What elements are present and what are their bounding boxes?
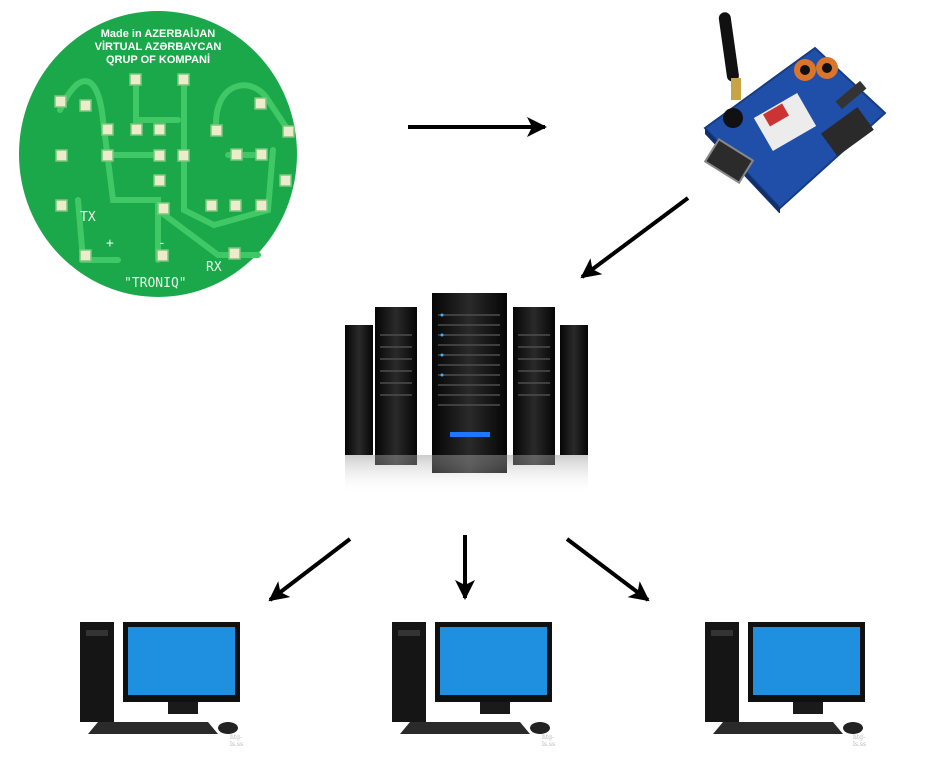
arrow-server-to-pc-left — [268, 537, 352, 602]
gsm-module — [695, 8, 890, 214]
watermark-center: htg-ls.ss — [542, 734, 556, 748]
gsm-module-graphic — [703, 12, 887, 214]
arrow-server-to-pc-right — [565, 537, 650, 602]
pcb-text-line3: QRUP OF KOMPANİ — [105, 54, 211, 66]
server-rack — [330, 285, 600, 500]
desktop-pc-right: htg-ls.ss — [703, 618, 878, 748]
desktop-pc-left: htg-ls.ss — [78, 618, 253, 748]
arrow-gsm-to-server — [580, 196, 690, 279]
pcb-board: Made in AZERBAİJAN VİRTUAL AZƏRBAYCAN QR… — [18, 10, 298, 298]
desktop-pc-center-graphic — [392, 622, 552, 734]
pcb-label-minus: - — [158, 236, 166, 251]
server-rack-graphic — [345, 293, 588, 495]
watermark-right: htg-ls.ss — [853, 734, 867, 748]
pcb-text-line1: Made in AZERBAİJAN — [100, 28, 216, 40]
pcb-text-line2: VİRTUAL AZƏRBAYCAN — [94, 41, 222, 53]
desktop-pc-center: htg-ls.ss — [390, 618, 565, 748]
watermark-left: htg-ls.ss — [230, 734, 244, 748]
pcb-board-graphic — [19, 11, 297, 297]
desktop-pc-left-graphic — [80, 622, 240, 734]
pcb-label-tx: TX — [80, 210, 96, 225]
pcb-label-brand: "TRONIQ" — [124, 276, 187, 291]
pcb-label-rx: RX — [206, 260, 222, 275]
pcb-label-plus: + — [106, 236, 114, 251]
desktop-pc-right-graphic — [705, 622, 865, 734]
